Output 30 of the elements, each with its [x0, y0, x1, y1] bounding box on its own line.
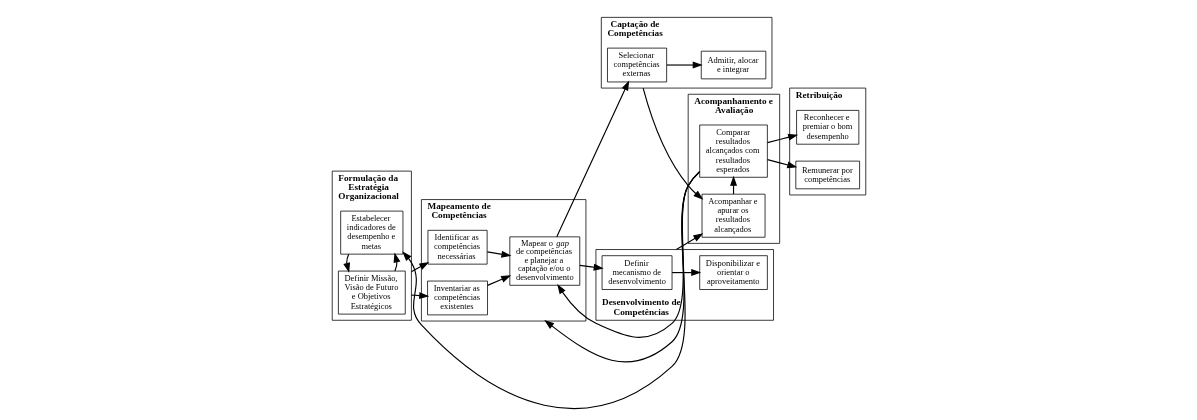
node-box: Selecionar competências externas	[606, 47, 667, 83]
node-box: Admitir, alocar e integrar	[700, 50, 766, 80]
arrow	[410, 262, 429, 273]
node-box: Identificar as competências necessárias	[427, 229, 488, 265]
arrow	[665, 61, 703, 69]
node-box: Definir Missão, Visão de Futuro e Objetivos Estratégicos	[337, 270, 406, 315]
arrow	[555, 80, 629, 238]
node-box: Reconhecer e premiar o bom desempenho	[795, 110, 859, 145]
arrow	[401, 171, 700, 409]
arrow	[410, 292, 429, 300]
node-box: Estabelecer indicadores de desempenho e metas	[339, 210, 403, 255]
node-box: Mapear o gap de competências e planejar a captação e/ou o desenvolvimento	[508, 236, 580, 286]
node-box: Comparar resultados alcançados com resultados esperados	[698, 124, 768, 178]
arrow	[486, 250, 511, 258]
node-box: Inventariar as competências existentes	[426, 280, 488, 316]
arrow	[486, 275, 511, 286]
node-box: Disponibilizar e orientar o aproveitamento	[698, 255, 768, 290]
node-box: Acompanhar e apurar os resultados alcançados	[701, 193, 765, 238]
arrow	[766, 159, 797, 169]
arrow	[671, 269, 701, 277]
arrow	[393, 252, 400, 272]
arrow	[642, 87, 703, 200]
arrow	[556, 171, 700, 338]
node-box: Remunerar por competências	[794, 160, 860, 190]
arrow	[578, 263, 604, 271]
node-box: Definir mecanismo de desenvolvimento	[601, 255, 672, 290]
arrow	[342, 253, 350, 273]
arrow	[543, 171, 700, 363]
arrow	[675, 233, 703, 251]
arrow	[766, 133, 798, 144]
